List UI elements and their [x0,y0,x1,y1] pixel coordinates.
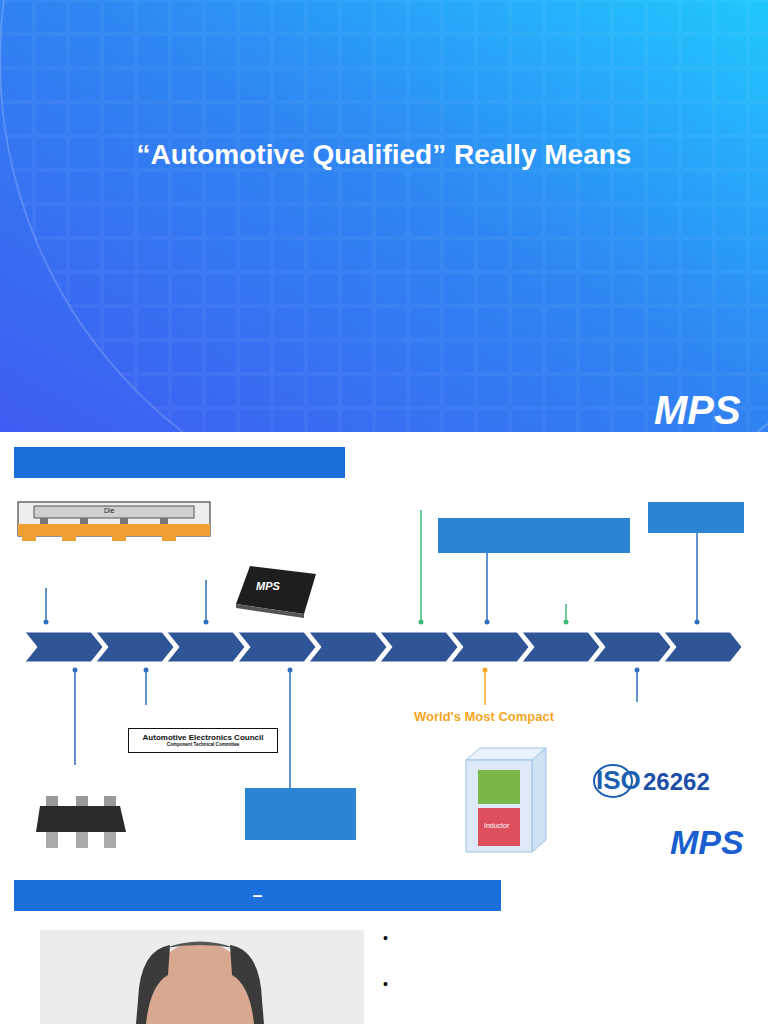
standard-number: 26262 [643,769,710,795]
speaker-banner [14,880,501,911]
node-text: – [252,886,262,906]
node-text: Automotive Electronics Council [143,734,264,743]
heading-banner [14,447,345,478]
sot-chip [36,796,126,848]
timeline-chevrons [25,632,742,662]
speaker-photo [40,930,364,1024]
leader-dots [44,620,700,673]
standard-logo: ISO [596,766,641,795]
bullet-mark: • [383,977,388,992]
slide-title: “Automotive Qualified” Really Means [34,140,734,171]
package-cross-section [18,502,210,541]
qfn-chip [236,566,316,618]
leader-lines [46,510,697,788]
bullet-mark: • [383,931,388,946]
company-logo: MPS [654,388,741,432]
milestone-box [648,502,744,533]
milestone-box [245,788,356,840]
slide-background [0,432,768,1024]
company-logo: MPS [670,824,744,861]
part-label: Inductor [484,822,509,830]
highlight-text: World's Most Compact [414,710,554,724]
logo-box: Automotive Electronics CouncilComponent … [128,728,278,753]
node-text: Component Technical Committee [167,742,240,747]
die-label: Die [104,507,115,515]
banner-box: – [14,880,501,911]
module-illustration [466,748,546,852]
chip-marking: MPS [256,580,280,592]
milestone-box [438,518,630,553]
